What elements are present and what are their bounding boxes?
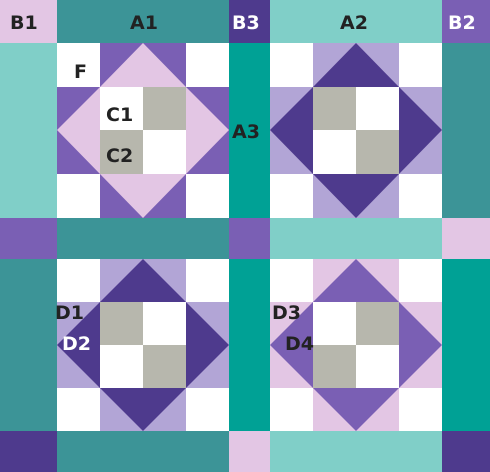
corner-square [270,43,313,87]
four-patch-square [100,302,143,345]
cornerstone-bottom-right [442,431,490,472]
quilt-block-top-right [270,43,442,218]
corner-square [186,43,229,87]
label-a1: A1 [130,12,158,34]
four-patch-square [356,130,399,174]
four-patch-square [313,302,356,345]
sashing-middle-lower [229,259,270,431]
sashing-right-lower [442,259,490,431]
label-d1: D1 [55,302,84,324]
corner-square [270,259,313,302]
corner-square [186,259,229,302]
label-a2: A2 [340,12,368,34]
label-d2: D2 [62,333,91,355]
four-patch-square [100,345,143,388]
corner-square [399,388,442,431]
sashing-middle-right [270,218,442,259]
sashing-left-lower [0,259,57,431]
label-d3: D3 [272,302,301,324]
corner-square [57,388,100,431]
corner-square [186,174,229,218]
cornerstone-bottom-left [0,431,57,472]
corner-square [186,388,229,431]
sashing-right-upper [442,43,490,218]
corner-square [270,388,313,431]
four-patch-square [143,302,186,345]
label-b3: B3 [232,12,260,34]
four-patch-square [356,302,399,345]
corner-square [57,174,100,218]
corner-square [399,174,442,218]
four-patch-square [313,130,356,174]
sashing-bottom-right [270,431,442,472]
corner-square [399,259,442,302]
sashing-bottom-left [57,431,229,472]
corner-square [270,174,313,218]
label-c2: C2 [106,145,133,167]
sashing-left-upper [0,43,57,218]
four-patch-square [143,87,186,130]
sashing-middle-left [57,218,229,259]
cornerstone-center [229,218,270,259]
corner-square [57,259,100,302]
cornerstone-middle-left [0,218,57,259]
label-d4: D4 [285,333,314,355]
cornerstone-middle-right [442,218,490,259]
corner-square [399,43,442,87]
four-patch-square [356,87,399,130]
four-patch-square [356,345,399,388]
label-a3: A3 [232,121,260,143]
four-patch-square [143,130,186,174]
label-c1: C1 [106,104,133,126]
four-patch-square [313,345,356,388]
cornerstone-bottom-middle [229,431,270,472]
label-b2: B2 [448,12,476,34]
four-patch-square [143,345,186,388]
label-b1: B1 [10,12,38,34]
four-patch-square [313,87,356,130]
label-f: F [74,61,87,83]
